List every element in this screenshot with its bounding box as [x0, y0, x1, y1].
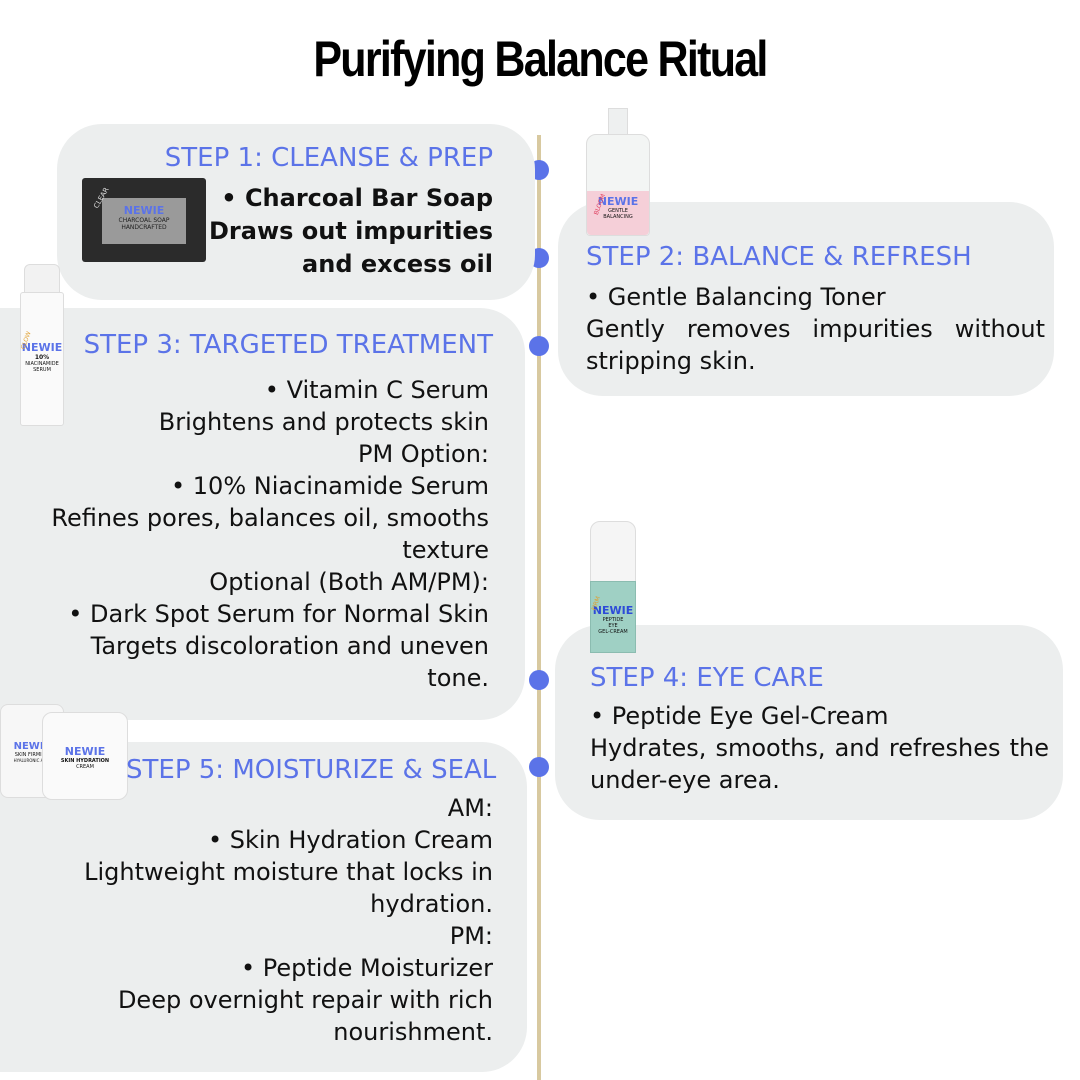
niacinamide-label-3: SERUM	[33, 367, 51, 373]
firming-cream-label: SKIN FIRMING	[14, 752, 50, 758]
niacinamide-label-2: NIACINAMIDE	[25, 361, 59, 367]
step5-line: Deep overnight repair with rich	[117, 986, 493, 1014]
step1-desc-2: and excess oil	[302, 250, 493, 278]
step2-heading: STEP 2: BALANCE & REFRESH	[586, 242, 972, 272]
eye-gel-cream-image: NEWIE PEPTIDE EYE GEL-CREAM FIRM	[590, 521, 636, 653]
step3-line: • Dark Spot Serum for Normal Skin	[68, 600, 489, 628]
timeline-dot-step4	[529, 670, 549, 690]
step1-product: • Charcoal Bar Soap	[221, 184, 493, 212]
step5-body: AM: • Skin Hydration Cream Lightweight m…	[20, 792, 493, 1048]
step4-product: • Peptide Eye Gel-Cream	[590, 702, 889, 730]
niacinamide-label-1: 10%	[34, 354, 50, 361]
step3-line: PM Option:	[358, 440, 489, 468]
step1-heading: STEP 1: CLEANSE & PREP	[164, 143, 493, 173]
toner-label-1: GENTLE	[608, 208, 628, 214]
step3-line: Targets discoloration and uneven	[90, 632, 489, 660]
step4-desc: Hydrates, smooths, and refreshes the und…	[590, 734, 1049, 794]
step3-line: • Vitamin C Serum	[264, 376, 489, 404]
step5-line: • Skin Hydration Cream	[207, 826, 493, 854]
soap-brand: NEWIE	[123, 204, 165, 217]
timeline-dot-step3	[529, 336, 549, 356]
toner-bottle-image: NEWIE GENTLE BALANCING BLOOM	[584, 108, 650, 236]
toner-label-2: BALANCING	[603, 214, 633, 220]
step2-desc: Gently removes impurities without stripp…	[586, 315, 1045, 375]
toner-brand: NEWIE	[597, 195, 639, 208]
timeline-line	[537, 135, 541, 1080]
firming-cream-brand: NEWIE	[13, 741, 51, 752]
charcoal-soap-image: NEWIE CHARCOAL SOAP HANDCRAFTED CLEAR	[82, 178, 206, 262]
step5-line: Lightweight moisture that locks in	[84, 858, 493, 886]
step3-line: • 10% Niacinamide Serum	[171, 472, 489, 500]
timeline-dot-step5	[529, 757, 549, 777]
soap-label-1: CHARCOAL SOAP	[118, 217, 170, 224]
step3-body: • Vitamin C Serum Brightens and protects…	[20, 374, 489, 694]
step3-heading: STEP 3: TARGETED TREATMENT	[83, 330, 493, 360]
step3-card	[0, 308, 525, 720]
niacinamide-brand: NEWIE	[21, 341, 63, 354]
step4-card	[555, 625, 1063, 820]
step3-line: Refines pores, balances oil, smooths	[51, 504, 489, 532]
page-title: Purifying Balance Ritual	[313, 31, 768, 87]
step3-line: Brightens and protects skin	[158, 408, 489, 436]
step5-line: nourishment.	[333, 1018, 493, 1046]
firming-cream-label-2: HYALURONIC ACID	[13, 758, 51, 763]
hydration-cream-label-2: CREAM	[76, 764, 94, 770]
hydration-cream-label-1: SKIN HYDRATION	[60, 758, 110, 764]
step1-desc-1: Draws out impurities	[209, 217, 493, 245]
step5-line: AM:	[447, 794, 493, 822]
eye-cream-brand: NEWIE	[592, 604, 634, 617]
soap-label-2: HANDCRAFTED	[121, 224, 167, 231]
step5-line: hydration.	[370, 890, 493, 918]
step2-product: • Gentle Balancing Toner	[586, 283, 886, 311]
step5-line: PM:	[449, 922, 493, 950]
hydration-cream-brand: NEWIE	[64, 745, 106, 758]
eye-cream-label-1: PEPTIDE	[602, 617, 624, 623]
step4-heading: STEP 4: EYE CARE	[590, 663, 824, 693]
cream-jars-image: NEWIE SKIN FIRMING HYALURONIC ACID NEWIE…	[0, 700, 128, 800]
step3-line: texture	[402, 536, 489, 564]
step5-heading: STEP 5: MOISTURIZE & SEAL	[126, 755, 497, 785]
eye-cream-label-2: EYE	[608, 623, 618, 629]
step3-line: Optional (Both AM/PM):	[209, 568, 489, 596]
step3-line: tone.	[427, 664, 489, 692]
niacinamide-serum-image: NEWIE 10% NIACINAMIDE SERUM GLOW	[20, 264, 64, 426]
eye-cream-label-3: GEL-CREAM	[598, 629, 628, 635]
step5-line: • Peptide Moisturizer	[240, 954, 493, 982]
